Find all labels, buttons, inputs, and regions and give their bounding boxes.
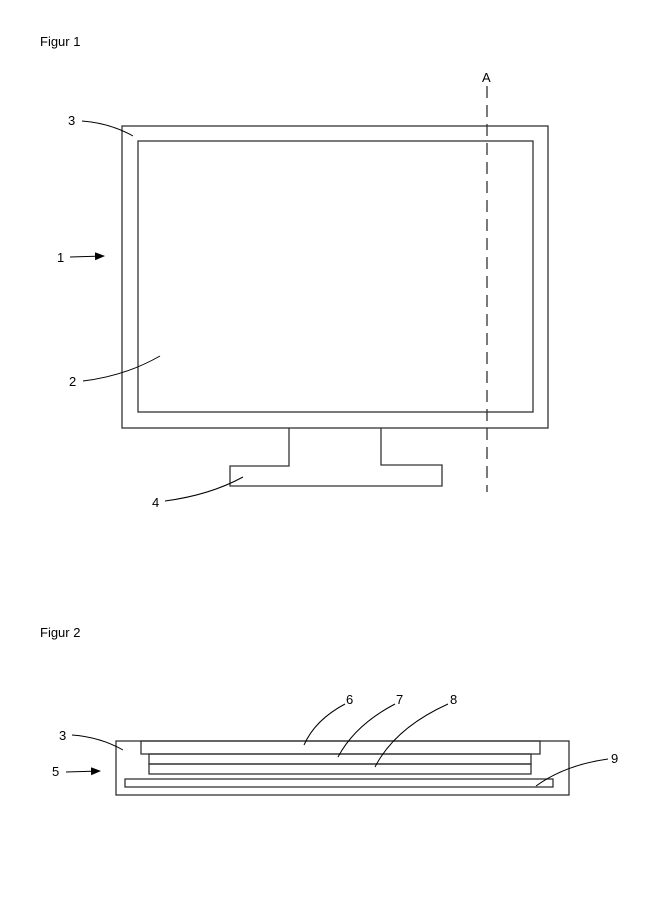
- label-3: 3: [68, 113, 75, 128]
- monitor-stand: [229, 428, 443, 487]
- leader-line-3: [81, 120, 134, 137]
- leader-line-3-fig2: [71, 734, 124, 751]
- leader-line-6: [303, 703, 346, 746]
- arrow-5: [65, 767, 101, 776]
- leader-line-4: [164, 476, 244, 502]
- label-5: 5: [52, 764, 59, 779]
- layer-8: [148, 763, 532, 775]
- label-6: 6: [346, 692, 353, 707]
- label-8: 8: [450, 692, 457, 707]
- label-3-fig2: 3: [59, 728, 66, 743]
- layer-9: [124, 778, 554, 788]
- layer-7: [148, 753, 532, 765]
- label-1: 1: [57, 250, 64, 265]
- monitor-frame: [121, 125, 549, 429]
- leader-line-2: [82, 355, 161, 382]
- figure-2-title: Figur 2: [40, 625, 80, 640]
- label-7: 7: [396, 692, 403, 707]
- label-9: 9: [611, 751, 618, 766]
- section-label-a: A: [482, 70, 491, 85]
- leader-line-8: [374, 703, 449, 768]
- leader-line-7: [337, 703, 396, 758]
- figure-1-title: Figur 1: [40, 34, 80, 49]
- leader-line-9: [535, 758, 609, 787]
- label-2: 2: [69, 374, 76, 389]
- figure-2: Figur 2 3 5 6 7 8 9: [40, 625, 618, 796]
- label-4: 4: [152, 495, 159, 510]
- figure-1: Figur 1 A 3 1 2 4: [40, 34, 549, 510]
- monitor-screen: [137, 140, 534, 413]
- arrow-1: [69, 252, 105, 261]
